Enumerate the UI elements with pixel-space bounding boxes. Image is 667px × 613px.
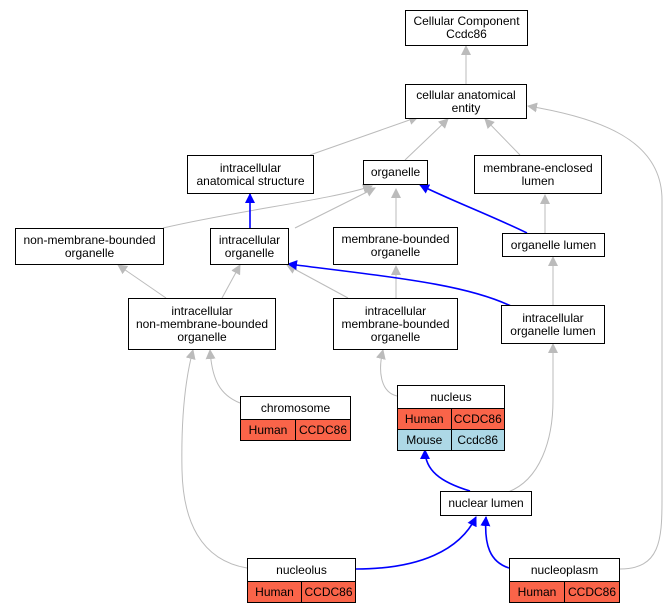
edge-nuclear-lumen-to-iol (507, 343, 558, 493)
node-imbo-line2: membrane-bounded (341, 316, 450, 331)
edge-ias-to-cae (309, 115, 419, 156)
node-ias-line1: intracellular (219, 160, 282, 175)
species-cell: Human (510, 582, 564, 602)
edge-nucleoplasm-to-nuclear-lumen (480, 516, 510, 569)
edge-imbo-to-io (286, 264, 349, 299)
node-organelle-lumen[interactable]: organelle lumen (502, 233, 605, 257)
edge-nucleoplasm-to-cae (527, 102, 663, 570)
gene-cell: CCDC86 (564, 582, 619, 602)
node-cellular-component-line1: Cellular Component (413, 14, 520, 28)
gene-row-human: Human CCDC86 (248, 582, 355, 602)
species-cell: Mouse (398, 430, 451, 450)
edge-iol-to-io (287, 260, 516, 309)
species-cell: Human (248, 582, 301, 602)
node-iol-line1: intracellular (522, 310, 584, 325)
gene-row-human: Human CCDC86 (241, 420, 350, 440)
node-imbo-line3: organelle (370, 329, 421, 344)
node-mbo-line1: membrane-bounded (341, 232, 450, 246)
node-io-line2: organelle (224, 245, 275, 260)
node-nmbo-line2: organelle (64, 245, 115, 260)
gene-row-human: Human CCDC86 (510, 582, 619, 602)
node-chromosome-title: chromosome (241, 397, 350, 420)
gene-cell: CCDC86 (450, 409, 504, 429)
gene-row-human: Human CCDC86 (398, 409, 504, 430)
node-inmbo-line3: organelle (177, 329, 227, 344)
node-inmbo-line1: intracellular (171, 303, 233, 318)
edge-nmbo-to-organelle (162, 184, 373, 229)
node-nucleus-title: nucleus (398, 386, 504, 409)
edge-organelle-to-cae (404, 118, 449, 161)
node-chromosome[interactable]: chromosome Human CCDC86 (240, 396, 351, 441)
edge-chromosome-to-inmbo (205, 349, 241, 404)
node-cellular-component-line2: Ccdc86 (446, 27, 487, 41)
edge-nucleolus-to-nuclear-lumen (355, 516, 477, 570)
node-nuclear-lumen[interactable]: nuclear lumen (440, 491, 532, 516)
node-cae-line1: cellular anatomical (416, 87, 516, 102)
node-ol-line1: organelle lumen (510, 237, 597, 252)
edge-io-to-organelle (294, 187, 376, 229)
species-cell: Human (398, 409, 451, 429)
node-nucleus[interactable]: nucleus Human CCDC86 Mouse Ccdc86 (397, 385, 505, 451)
node-nuclear-lumen-line1: nuclear lumen (448, 496, 524, 510)
gene-cell: CCDC86 (295, 420, 350, 440)
edge-inmbo-to-nmbo (117, 264, 167, 299)
edge-inmbo-to-io (221, 264, 241, 299)
gene-cell: Ccdc86 (450, 430, 504, 450)
edge-mel-to-cae (484, 118, 521, 156)
edge-nucleus-to-imbo (375, 349, 398, 397)
node-mel-line2: lumen (521, 173, 555, 188)
node-nucleolus-title: nucleolus (248, 559, 355, 582)
node-iol-line2: organelle lumen (510, 323, 596, 338)
node-ias-line2: anatomical structure (196, 173, 305, 188)
node-organelle[interactable]: organelle (363, 160, 428, 185)
node-inmbo-line2: non-membrane-bounded (135, 316, 269, 331)
gene-cell: CCDC86 (301, 582, 355, 602)
node-nmbo-line1: non-membrane-bounded (23, 232, 156, 247)
node-imbo-line1: intracellular (364, 303, 427, 318)
node-io-line1: intracellular (218, 232, 281, 247)
node-nucleoplasm[interactable]: nucleoplasm Human CCDC86 (509, 558, 620, 603)
gene-row-mouse: Mouse Ccdc86 (398, 430, 504, 450)
node-cae-line2: entity (451, 100, 481, 115)
node-organelle-line1: organelle (370, 165, 421, 179)
node-nucleolus[interactable]: nucleolus Human CCDC86 (247, 558, 356, 603)
edge-ol-to-organelle (419, 184, 528, 234)
node-nucleoplasm-title: nucleoplasm (510, 559, 619, 582)
edge-nuclear-lumen-to-nucleus (420, 449, 471, 492)
node-mbo-line2: organelle (370, 245, 421, 259)
edge-nucleolus-to-inmbo (181, 349, 248, 569)
node-mel-line1: membrane-enclosed (483, 160, 593, 175)
species-cell: Human (241, 420, 295, 440)
